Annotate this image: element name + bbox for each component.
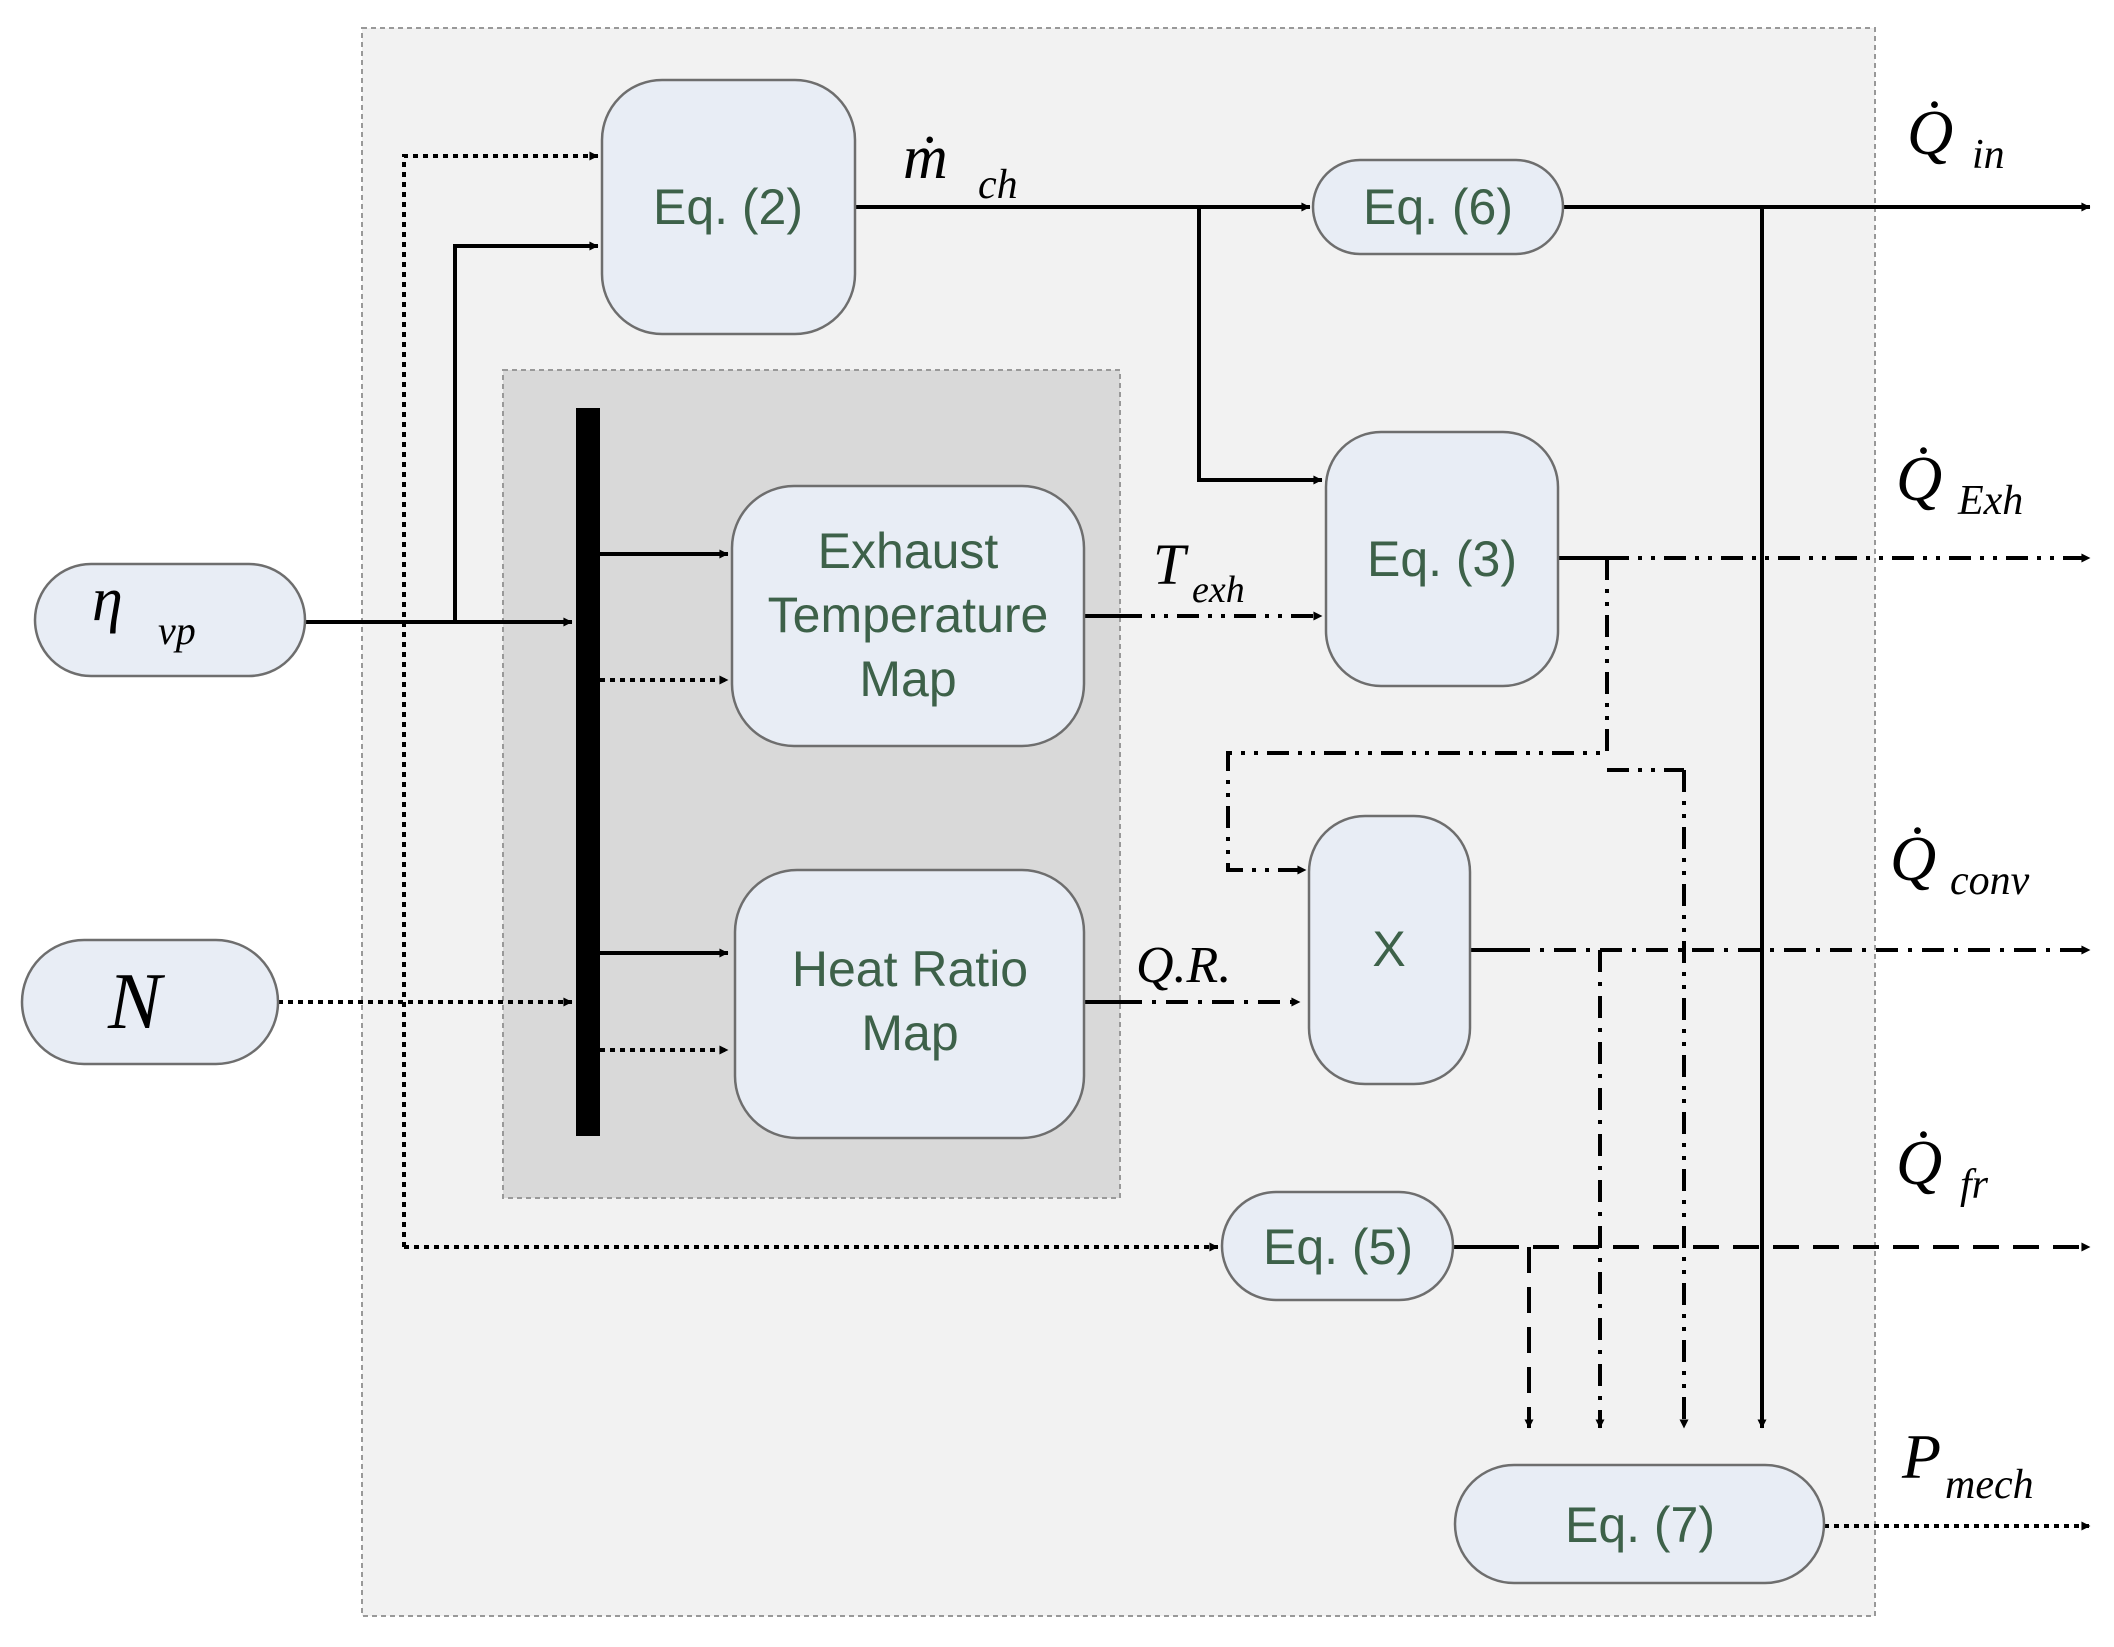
block-eq7: Eq. (7)	[1453, 1463, 1826, 1585]
svg-text:Heat Ratio: Heat Ratio	[792, 941, 1028, 997]
block-multiply: X	[1307, 814, 1472, 1086]
svg-text:T: T	[1153, 532, 1189, 597]
svg-text:conv: conv	[1950, 858, 2030, 904]
block-eq3: Eq. (3)	[1324, 430, 1560, 688]
svg-text:Exhaust: Exhaust	[818, 523, 999, 579]
label-q-in: Q̇ in	[1907, 97, 2005, 178]
svg-text:X: X	[1372, 921, 1405, 977]
input-eta-vp: η vp	[33, 562, 307, 678]
n-symbol: N	[107, 958, 166, 1046]
mux-bar	[576, 408, 600, 1136]
eta-subscript: vp	[158, 608, 196, 653]
label-q-exh: Q̇ Exh	[1896, 443, 2023, 524]
svg-text:Eq. (6): Eq. (6)	[1363, 179, 1513, 235]
svg-text:Eq. (7): Eq. (7)	[1565, 1497, 1715, 1553]
svg-text:Eq. (3): Eq. (3)	[1367, 531, 1517, 587]
block-eq6: Eq. (6)	[1311, 158, 1565, 256]
svg-text:Q̇: Q̇	[1907, 97, 1953, 168]
svg-text:Map: Map	[861, 1005, 958, 1061]
connection-lines	[278, 151, 2091, 1531]
svg-text:Q̇: Q̇	[1890, 823, 1936, 894]
svg-text:ch: ch	[978, 162, 1018, 208]
svg-text:fr: fr	[1960, 1162, 1989, 1208]
label-qr: Q.R.	[1136, 937, 1231, 994]
label-p-mech: P mech	[1901, 1421, 2034, 1508]
eta-symbol: η	[92, 566, 123, 634]
svg-text:P: P	[1901, 1421, 1941, 1492]
label-q-fr: Q̇ fr	[1896, 1127, 1989, 1208]
block-heat-ratio-map: Heat Ratio Map	[733, 868, 1086, 1140]
block-eq2: Eq. (2)	[600, 78, 857, 336]
svg-text:ṁ: ṁ	[903, 124, 948, 192]
svg-text:Q.R.: Q.R.	[1136, 937, 1231, 994]
svg-text:Temperature: Temperature	[768, 587, 1049, 643]
svg-text:Eq. (5): Eq. (5)	[1263, 1219, 1413, 1275]
svg-text:Q̇: Q̇	[1896, 443, 1942, 514]
input-n: N	[20, 938, 280, 1066]
svg-text:Exh: Exh	[1957, 478, 2023, 524]
svg-text:Eq. (2): Eq. (2)	[653, 179, 803, 235]
block-eq5: Eq. (5)	[1220, 1190, 1455, 1302]
svg-text:Q̇: Q̇	[1896, 1127, 1942, 1198]
block-exhaust-temperature-map: Exhaust Temperature Map	[730, 484, 1086, 748]
label-t-exh: T exh	[1153, 532, 1245, 611]
svg-text:in: in	[1972, 132, 2005, 178]
label-q-conv: Q̇ conv	[1890, 823, 2030, 904]
svg-text:mech: mech	[1945, 1462, 2034, 1508]
svg-text:exh: exh	[1192, 569, 1245, 611]
label-m-ch: ṁ ch	[903, 124, 1018, 208]
svg-text:Map: Map	[859, 651, 956, 707]
